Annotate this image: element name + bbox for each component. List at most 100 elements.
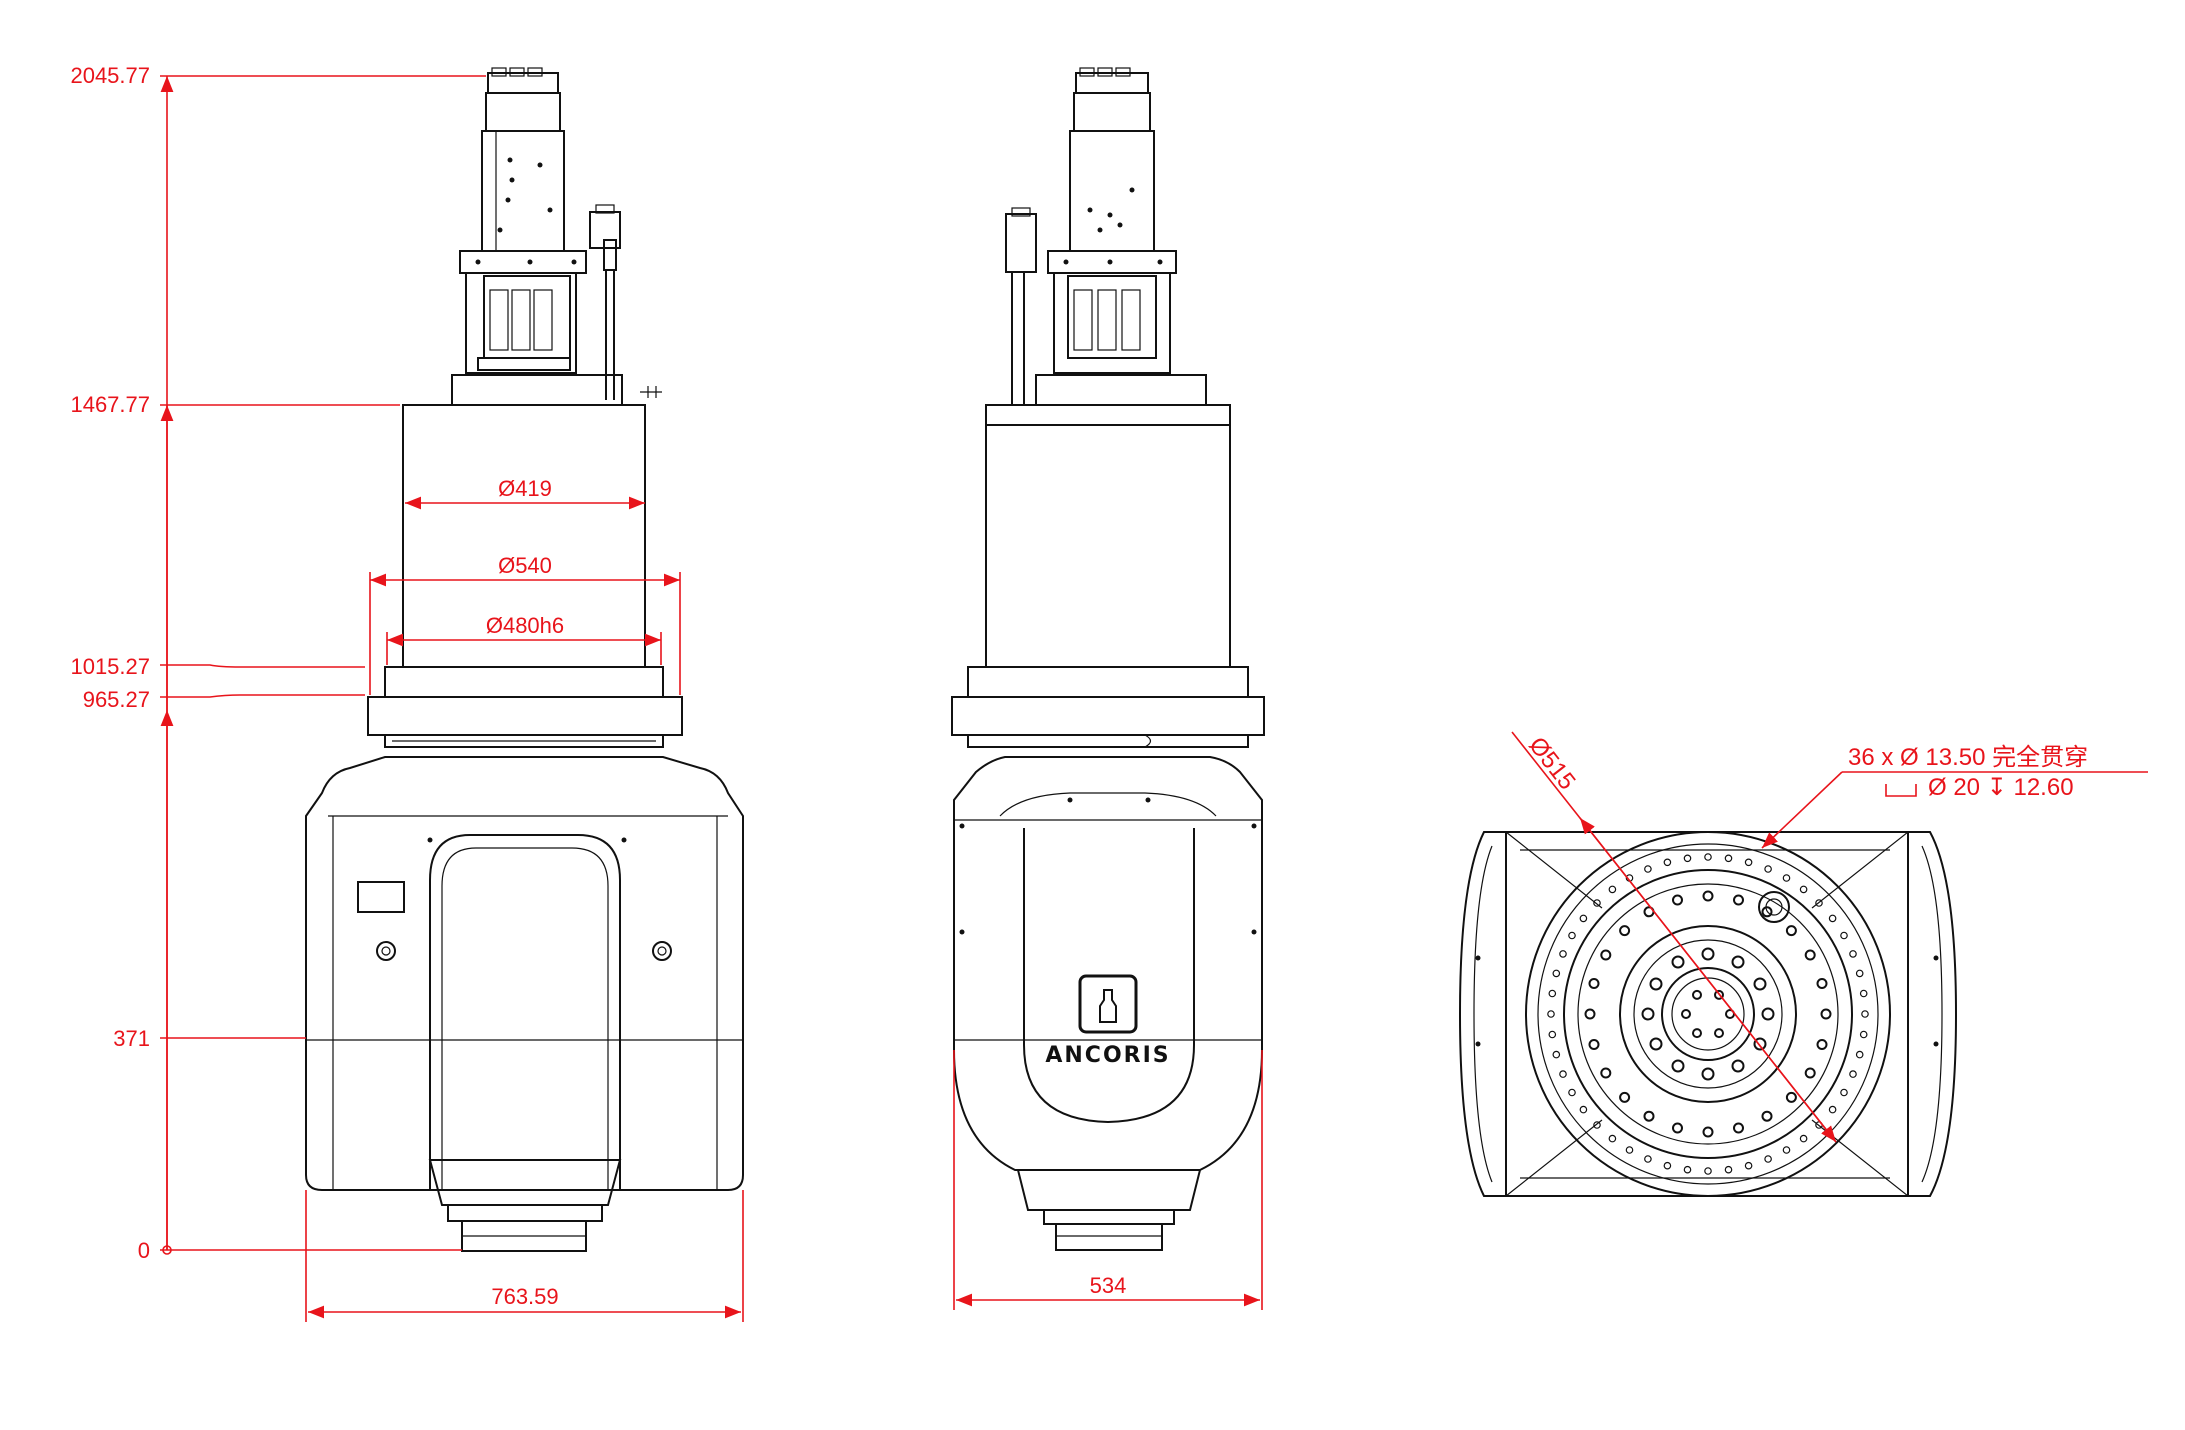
bolt-hole (1584, 1008, 1596, 1020)
height-label-zero: 0 (138, 1238, 150, 1263)
bolt-hole (1714, 989, 1724, 1000)
bolt-hole (1782, 874, 1791, 882)
bolt-hole (1548, 989, 1557, 998)
bolt-hole (1588, 1039, 1600, 1050)
front-view (305, 67, 744, 1252)
bolt-hole (1724, 1165, 1733, 1174)
bolt-hole (1625, 1146, 1634, 1154)
diameter-dimensions: Ø419 Ø540 Ø480h6 (369, 476, 681, 695)
bolt-hole (1701, 947, 1715, 961)
width-dimensions: 763.59 534 (305, 1050, 1263, 1322)
bolt-hole (1559, 1070, 1567, 1078)
height-label-ring-top: 1015.27 (70, 654, 150, 679)
bolt-hole (1702, 1126, 1714, 1138)
bolt-hole (1840, 931, 1848, 940)
bolt-hole (1702, 890, 1714, 902)
bolt-hole (1799, 885, 1808, 894)
side-width-label: 534 (1090, 1273, 1127, 1298)
bolt-hole (1547, 1010, 1555, 1018)
bolt-hole (1764, 1155, 1772, 1163)
bolt-hole (1804, 1067, 1816, 1079)
bolt-hole (1785, 925, 1797, 937)
bolt-hole (1608, 885, 1617, 894)
side-view: ANCORIS (951, 67, 1265, 1251)
diameter-540-label: Ø540 (498, 553, 552, 578)
height-label-axis: 371 (113, 1026, 150, 1051)
bolt-hole (1644, 865, 1652, 873)
bolt-hole (1761, 1110, 1773, 1122)
bolt-hole (1649, 977, 1663, 991)
bolt-hole (1548, 1030, 1557, 1039)
bottom-view (1458, 831, 1958, 1197)
bolt-hole (1701, 1067, 1715, 1081)
bolt-hole (1799, 1134, 1808, 1143)
bolt-hole (1849, 1070, 1857, 1078)
bolt-hole (1816, 978, 1828, 989)
bolt-hole (1761, 906, 1773, 918)
bolt-hole (1593, 899, 1601, 907)
bolt-hole (1579, 914, 1588, 923)
bolt-hole (1683, 854, 1692, 863)
bolt-hole (1782, 1146, 1791, 1154)
bolt-hole (1731, 955, 1745, 969)
hole-callout-line2: Ø 20 ↧ 12.60 (1928, 774, 2074, 801)
bolt-hole (1600, 949, 1612, 961)
bolt-hole (1593, 1121, 1601, 1129)
height-dimensions: 2045.77 1467.77 1015.27 965.27 371 0 (70, 63, 486, 1263)
bolt-hole (1663, 858, 1672, 867)
bolt-hole (1692, 1028, 1702, 1039)
height-label-top: 2045.77 (70, 63, 150, 88)
bolt-hole (1683, 1165, 1692, 1174)
bolt-hole (1672, 1122, 1683, 1134)
bolt-hole (1861, 1010, 1869, 1018)
bolt-hole (1671, 955, 1685, 969)
bolt-hole (1816, 1039, 1828, 1050)
bolt-hole (1753, 977, 1767, 991)
bolt-hole (1663, 1161, 1672, 1170)
ancoris-logo: ANCORIS (1045, 1043, 1170, 1068)
bolt-hole (1672, 894, 1683, 906)
bolt-hole (1588, 978, 1600, 989)
diameter-515-label: Ø515 (1523, 732, 1580, 795)
bolt-hole (1828, 1105, 1837, 1114)
bolt-hole (1820, 1008, 1832, 1020)
bolt-hole (1731, 1059, 1745, 1073)
bolt-hole (1733, 1122, 1744, 1134)
bolt-hole (1849, 950, 1857, 958)
bolt-hole (1714, 1028, 1724, 1039)
bolt-hole (1619, 1091, 1631, 1103)
bolt-hole (1704, 1167, 1712, 1175)
bolt-hole (1724, 854, 1733, 863)
bolt-hole (1785, 1091, 1797, 1103)
bolt-hole (1692, 989, 1702, 1000)
bolt-hole (1552, 969, 1561, 978)
bolt-hole (1643, 1110, 1655, 1122)
bolt-hole-pattern (1547, 853, 1869, 1175)
bolt-hole (1579, 1105, 1588, 1114)
bolt-hole (1600, 1067, 1612, 1079)
bolt-hole (1644, 1155, 1652, 1163)
bolt-hole (1855, 969, 1864, 978)
bolt-hole (1859, 1030, 1868, 1039)
bolt-hole (1619, 925, 1631, 937)
bolt-hole (1744, 1161, 1753, 1170)
bolt-hole (1744, 858, 1753, 867)
diameter-480-label: Ø480h6 (486, 613, 564, 638)
height-label-flange: 1467.77 (70, 392, 150, 417)
bolt-hole (1671, 1059, 1685, 1073)
bolt-hole (1649, 1037, 1663, 1051)
bolt-hole (1733, 894, 1744, 906)
hole-callout-line1: 36 x Ø 13.50 完全贯穿 (1848, 744, 2088, 771)
bolt-hole (1681, 1009, 1691, 1019)
bolt-hole (1855, 1050, 1864, 1059)
bolt-hole (1840, 1088, 1848, 1097)
bolt-hole (1552, 1050, 1561, 1059)
bolt-hole (1753, 1037, 1767, 1051)
bolt-hole (1764, 865, 1772, 873)
bolt-hole (1859, 989, 1868, 998)
bolt-hole (1568, 1088, 1576, 1097)
front-width-label: 763.59 (491, 1284, 558, 1309)
bolt-hole (1761, 1007, 1775, 1021)
bolt-hole (1804, 949, 1816, 961)
